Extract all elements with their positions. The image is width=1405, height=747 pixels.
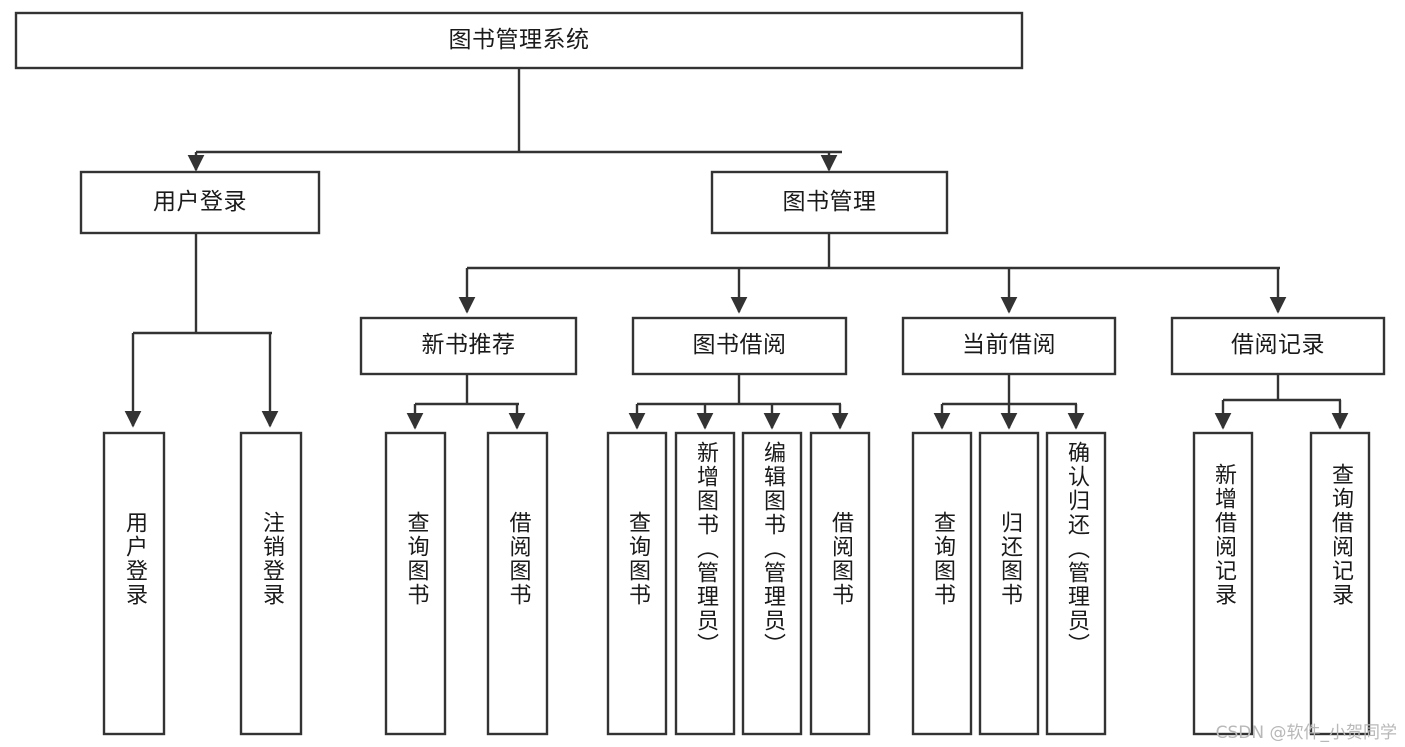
node-box-book-borrow[interactable] (631, 316, 848, 376)
connectors-book-borrow (628, 374, 849, 430)
node-box-root[interactable] (14, 11, 1024, 70)
node-box-borrow-record[interactable] (1170, 316, 1386, 376)
connectors-book-manage (458, 233, 1287, 314)
node-box-leaf-confirm-return[interactable] (1045, 431, 1107, 736)
node-box-leaf-borrow-book-1[interactable] (486, 431, 549, 736)
connectors-new-book-recommend (406, 374, 526, 430)
node-box-book-manage[interactable] (710, 170, 949, 235)
node-box-leaf-query-book-2[interactable] (606, 431, 668, 736)
csdn-watermark: CSDN @软件_小贺同学 (1215, 723, 1397, 743)
node-box-leaf-query-book-3[interactable] (911, 431, 973, 736)
connectors-user-login (124, 233, 279, 428)
node-box-current-borrow[interactable] (901, 316, 1117, 376)
node-box-user-login[interactable] (79, 170, 321, 235)
node-box-new-book-recommend[interactable] (359, 316, 578, 376)
node-box-leaf-user-login[interactable] (102, 431, 166, 736)
node-box-leaf-query-record[interactable] (1309, 431, 1371, 736)
connectors-level1 (187, 68, 842, 172)
node-box-leaf-edit-book[interactable] (741, 431, 803, 736)
node-box-leaf-borrow-book-2[interactable] (809, 431, 871, 736)
node-box-leaf-logout-login[interactable] (239, 431, 303, 736)
node-box-leaf-query-book-1[interactable] (384, 431, 447, 736)
node-box-leaf-add-record[interactable] (1192, 431, 1254, 736)
connectors-current-borrow (933, 374, 1085, 430)
node-box-leaf-add-book[interactable] (674, 431, 736, 736)
connectors-borrow-record (1214, 374, 1349, 430)
node-box-leaf-return-book[interactable] (978, 431, 1040, 736)
